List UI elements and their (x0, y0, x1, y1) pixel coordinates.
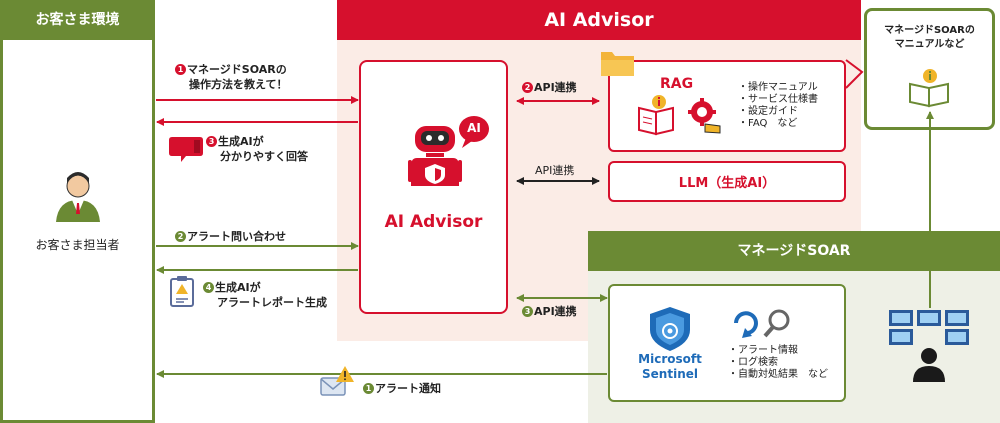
step-badge: 4 (203, 282, 214, 293)
soar-items-list: ・アラート情報 ・ログ検索 ・自動対処結果 など (728, 345, 828, 381)
ai-bubble-text: AI (467, 121, 481, 135)
customer-environment-header: お客さま環境 (0, 0, 155, 40)
customer-person-label: お客さま担当者 (35, 238, 120, 252)
sentinel-box (608, 284, 846, 402)
managed-soar-header: マネージドSOAR (588, 231, 1000, 271)
rag-title: RAG (660, 76, 694, 92)
refresh-search-icon (734, 309, 790, 338)
step-badge: 3 (206, 136, 217, 147)
step-badge: 1 (175, 64, 186, 75)
rag-box (608, 60, 846, 152)
ai-advisor-title: AI Advisor (384, 212, 483, 232)
list-item: ・操作マニュアル (738, 82, 818, 93)
list-item: ・アラート情報 (728, 345, 798, 356)
ai-robot-icon (408, 126, 462, 186)
ai-bubble-icon (459, 116, 489, 148)
sentinel-shield-icon (650, 307, 690, 351)
manual-book-icon (638, 95, 674, 136)
gear-icon (688, 98, 721, 134)
alert-mail-icon (320, 366, 354, 396)
chat-icon (169, 137, 203, 162)
report-icon (170, 276, 194, 307)
step-badge: 3 (522, 306, 533, 317)
folder-icon (601, 52, 634, 76)
llm-box (608, 161, 846, 202)
sentinel-label: Microsoft Sentinel (638, 352, 702, 381)
llm-title: LLM（生成AI） (678, 176, 776, 191)
rag-items-list: ・操作マニュアル ・サービス仕様書 ・設定ガイド ・FAQ など (738, 82, 818, 130)
soc-monitors-icon (889, 310, 969, 382)
soar-manual-icon (909, 69, 949, 108)
list-item: ・ログ検索 (728, 357, 778, 368)
list-item: ・サービス仕様書 (738, 94, 818, 105)
step-badge: 2 (522, 82, 533, 93)
person-icon (56, 172, 100, 222)
rag-manual-connector (845, 59, 864, 89)
manual-label: マネージドSOARの マニュアルなど (884, 25, 975, 50)
ai-advisor-header: AI Advisor (337, 0, 861, 40)
step-badge: 1 (363, 383, 374, 394)
list-item: ・設定ガイド (738, 106, 798, 117)
api-llm-label: API連携 (535, 164, 575, 177)
step-badge: 2 (175, 231, 186, 242)
list-item: ・FAQ など (738, 118, 798, 129)
ai-advisor-box (359, 60, 508, 314)
list-item: ・自動対処結果 など (728, 369, 828, 380)
manual-box (864, 8, 995, 130)
